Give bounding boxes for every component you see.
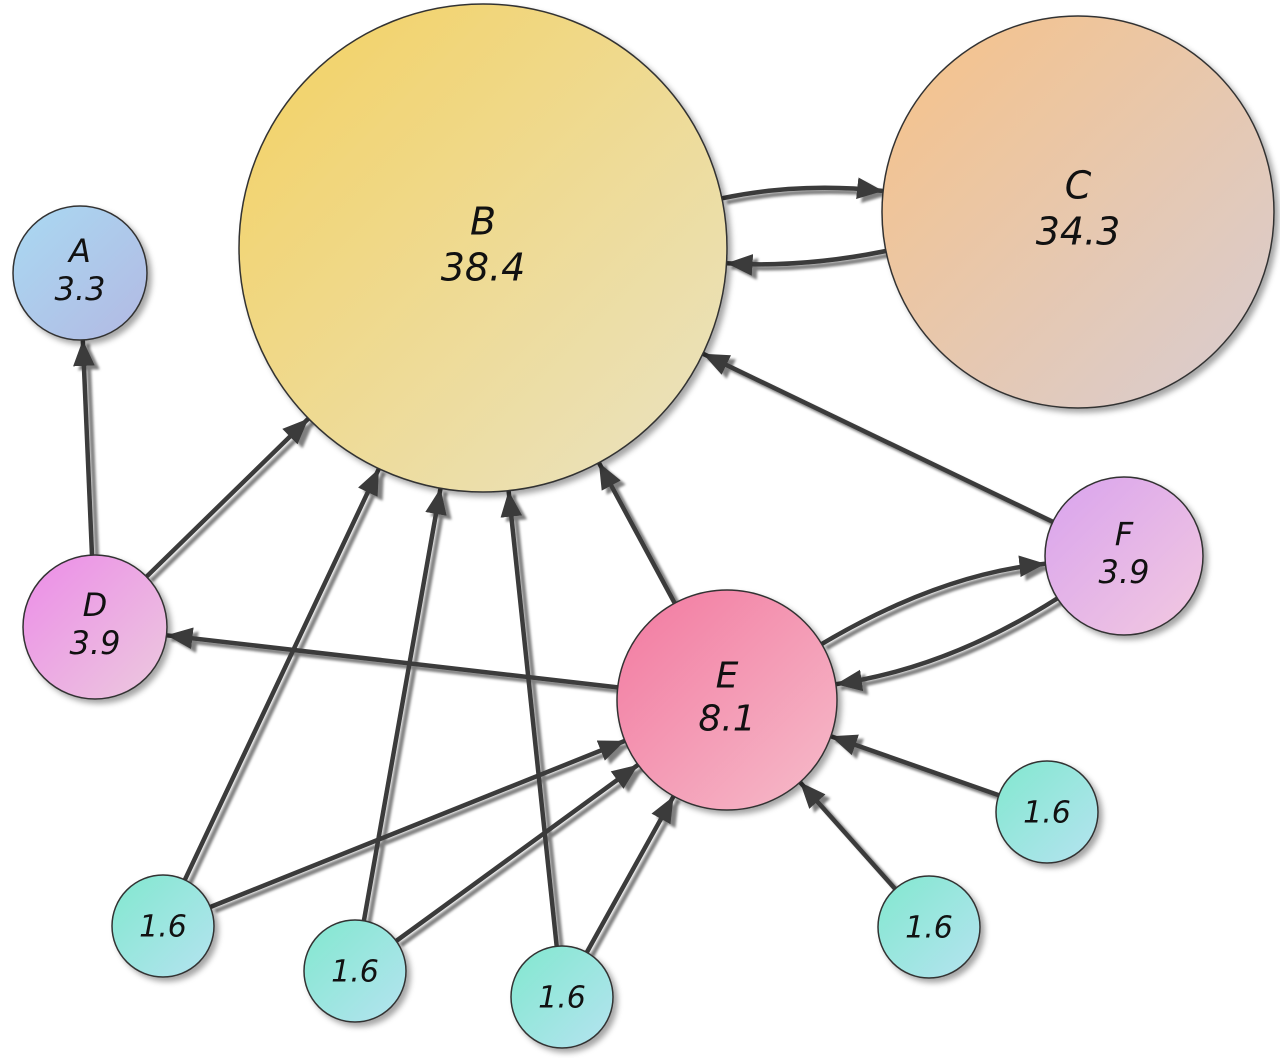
node-value-s2: 1.6	[331, 955, 379, 990]
node-s1: 1.6	[111, 874, 215, 978]
edge-s4-to-E	[798, 780, 897, 891]
edge-E-to-B	[596, 461, 677, 605]
node-value-D: 3.9	[70, 624, 121, 662]
node-label-C: C	[1065, 164, 1092, 208]
node-value-s5: 1.6	[1023, 796, 1071, 831]
edge-s3-to-E	[584, 795, 676, 954]
node-circle-s4	[877, 875, 981, 979]
node-label-E: E	[716, 655, 739, 696]
node-value-s1: 1.6	[139, 910, 187, 945]
node-value-s4: 1.6	[905, 911, 953, 946]
node-circle-B	[238, 3, 728, 493]
edges-layer	[73, 177, 1059, 954]
edge-s1-to-E	[209, 738, 626, 910]
edge-s3-to-B	[500, 490, 559, 947]
node-s2: 1.6	[303, 919, 407, 1023]
edge-s1-to-B	[182, 467, 381, 881]
edge-C-to-B	[726, 248, 887, 276]
node-A: A3.3	[12, 205, 148, 341]
edge-s2-to-E	[394, 762, 640, 943]
edge-D-to-B	[144, 416, 311, 579]
node-label-D: D	[83, 586, 108, 624]
node-circle-s2	[303, 919, 407, 1023]
node-circle-s5	[995, 760, 1099, 864]
node-circle-C	[881, 15, 1275, 409]
node-circle-D	[22, 554, 168, 700]
edge-s2-to-B	[361, 487, 447, 922]
node-circle-s1	[111, 874, 215, 978]
edge-s5-to-E	[830, 734, 1000, 798]
edge-E-to-F	[820, 555, 1046, 646]
node-label-F: F	[1115, 515, 1134, 553]
node-value-F: 3.9	[1099, 553, 1150, 591]
node-circle-s3	[510, 945, 614, 1049]
edge-E-to-D	[166, 627, 618, 690]
edge-B-to-C	[721, 177, 884, 201]
node-circle-F	[1044, 476, 1204, 636]
node-B: B38.4	[238, 3, 728, 493]
edge-D-to-A	[73, 339, 95, 556]
edge-F-to-E	[835, 596, 1059, 692]
node-value-E: 8.1	[698, 699, 755, 740]
node-value-C: 34.3	[1036, 209, 1121, 253]
node-label-B: B	[470, 200, 496, 244]
node-F: F3.9	[1044, 476, 1204, 636]
node-circle-E	[616, 589, 838, 811]
node-s5: 1.6	[995, 760, 1099, 864]
node-s3: 1.6	[510, 945, 614, 1049]
node-circle-A	[12, 205, 148, 341]
edge-F-to-B	[701, 351, 1054, 524]
node-label-A: A	[67, 232, 91, 270]
node-D: D3.9	[22, 554, 168, 700]
node-s4: 1.6	[877, 875, 981, 979]
node-C: C34.3	[881, 15, 1275, 409]
node-value-A: 3.3	[55, 270, 106, 308]
node-E: E8.1	[616, 589, 838, 811]
nodes-layer: A3.3B38.4C34.3D3.9E8.1F3.91.61.61.61.61.…	[12, 3, 1275, 1049]
node-value-s3: 1.6	[538, 981, 586, 1016]
node-value-B: 38.4	[441, 245, 526, 289]
